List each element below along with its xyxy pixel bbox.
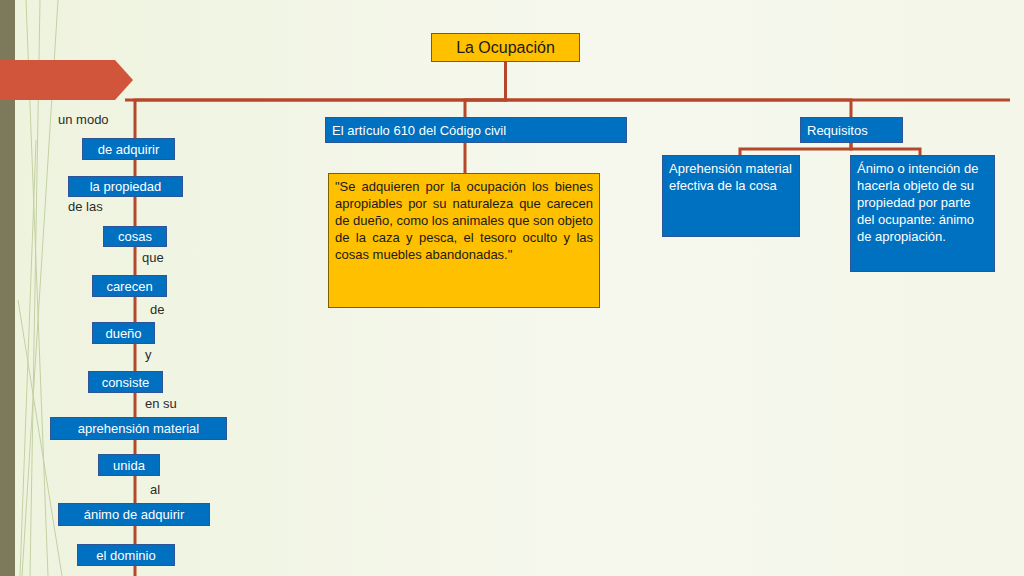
chain-box: ánimo de adquirir bbox=[58, 503, 210, 526]
chain-box: la propiedad bbox=[68, 176, 183, 197]
node-text: ánimo de adquirir bbox=[84, 507, 184, 522]
connector-line bbox=[465, 62, 506, 117]
heading-box: Requisitos bbox=[800, 117, 903, 143]
node-text: la propiedad bbox=[90, 179, 162, 194]
edge-label: en su bbox=[145, 396, 177, 411]
chain-box: cosas bbox=[103, 226, 167, 247]
title-box: La Ocupación bbox=[431, 33, 580, 62]
connector-line bbox=[134, 526, 137, 544]
node-text: unida bbox=[113, 458, 145, 473]
edge-label: y bbox=[145, 347, 152, 362]
node-text: consiste bbox=[102, 375, 150, 390]
node-text: de adquirir bbox=[98, 142, 159, 157]
node-text: El artículo 610 del Código civil bbox=[332, 123, 506, 138]
connector-line bbox=[134, 160, 137, 176]
connector-line bbox=[134, 393, 137, 417]
connector-line bbox=[134, 344, 137, 371]
node-text: Aprehensión material efectiva de la cosa bbox=[669, 161, 792, 193]
connector-line bbox=[134, 297, 137, 322]
connector-line bbox=[134, 440, 137, 454]
edge-label: que bbox=[142, 250, 164, 265]
arrow-tab bbox=[0, 60, 133, 100]
connector-line bbox=[135, 62, 506, 138]
connector-line bbox=[134, 476, 137, 503]
quote-box: "Se adquieren por la ocupación los biene… bbox=[328, 173, 600, 308]
chain-box: carecen bbox=[92, 275, 167, 297]
node-text: carecen bbox=[106, 279, 152, 294]
node-text: dueño bbox=[105, 326, 141, 341]
requirement-box: Ánimo o intención de hacerla objeto de s… bbox=[850, 155, 995, 272]
node-text: Ánimo o intención de hacerla objeto de s… bbox=[857, 161, 978, 244]
connector-line bbox=[740, 143, 851, 155]
node-text: aprehensión material bbox=[78, 421, 199, 436]
edge-label: de las bbox=[68, 199, 103, 214]
chain-box: de adquirir bbox=[82, 138, 175, 160]
chain-box: aprehensión material bbox=[50, 417, 227, 440]
node-text: Requisitos bbox=[807, 123, 868, 138]
chain-box: el dominio bbox=[77, 544, 175, 566]
connector-line bbox=[134, 247, 137, 275]
node-text: "Se adquieren por la ocupación los biene… bbox=[335, 179, 593, 262]
connector-line bbox=[851, 143, 920, 155]
connector-line bbox=[134, 197, 137, 226]
heading-box: El artículo 610 del Código civil bbox=[325, 117, 627, 143]
connector-line bbox=[464, 143, 467, 173]
node-text: cosas bbox=[118, 229, 152, 244]
chain-box: dueño bbox=[92, 322, 155, 344]
edge-label: al bbox=[150, 482, 160, 497]
edge-label: de bbox=[150, 302, 164, 317]
node-text: el dominio bbox=[96, 548, 155, 563]
edge-label: un modo bbox=[58, 112, 109, 127]
chain-box: consiste bbox=[88, 371, 163, 393]
node-text: La Ocupación bbox=[456, 39, 555, 57]
requirement-box: Aprehensión material efectiva de la cosa bbox=[662, 155, 800, 237]
chain-box: unida bbox=[98, 454, 160, 476]
connector-line bbox=[506, 62, 852, 117]
